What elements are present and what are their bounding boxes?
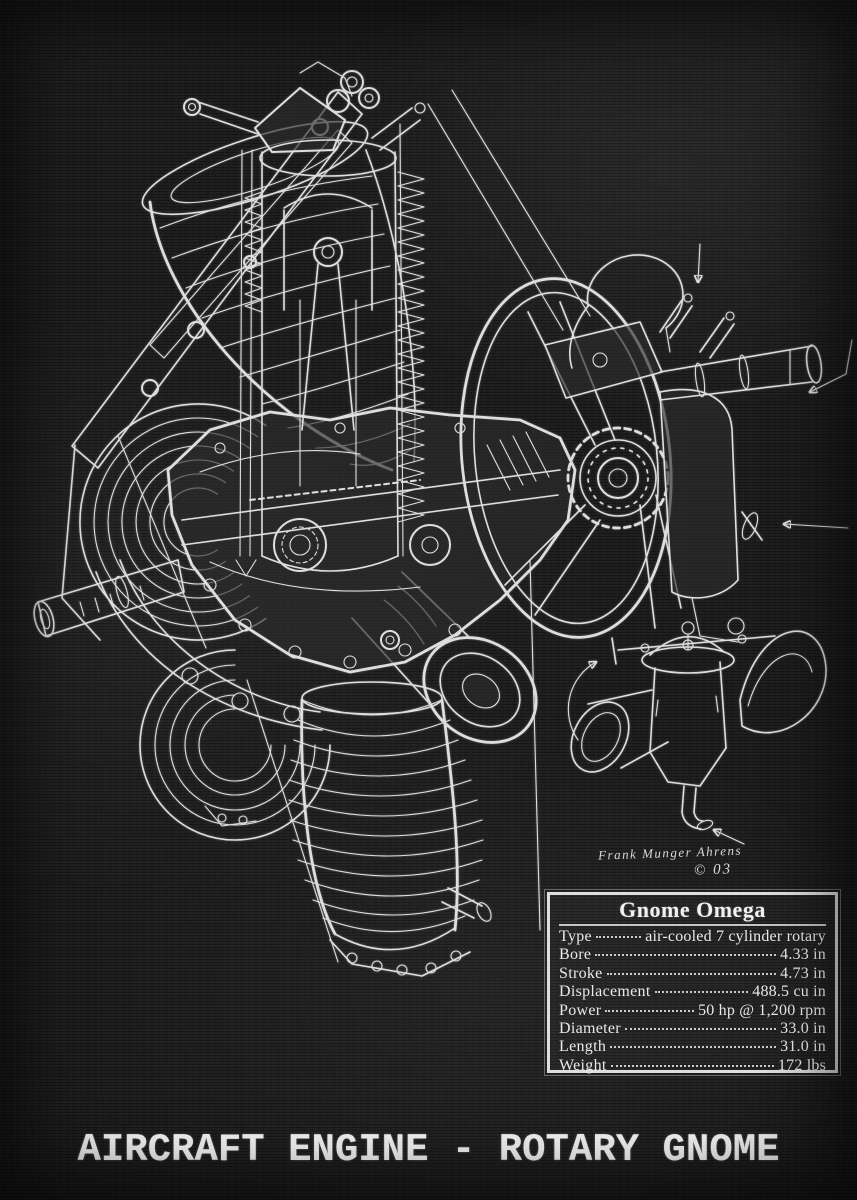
- spec-label: Type: [559, 928, 592, 945]
- spec-row: Stroke 4.73 in: [559, 965, 826, 983]
- copyright-mark: © 03: [693, 861, 733, 879]
- spec-dot-leader: [624, 1028, 777, 1031]
- poster-title: AIRCRAFT ENGINE - ROTARY GNOME: [77, 1128, 780, 1172]
- spec-row: Displacement 488.5 cu in: [559, 983, 826, 1001]
- spec-value: 4.73 in: [780, 964, 826, 982]
- spec-value: 31.0 in: [780, 1038, 826, 1056]
- spec-label: Bore: [559, 946, 592, 964]
- spec-label: Displacement: [559, 983, 651, 1001]
- spec-label: Length: [559, 1038, 607, 1056]
- spec-row: Weight 172 lbs: [559, 1057, 826, 1075]
- spec-table-title: Gnome Omega: [559, 897, 826, 926]
- spec-row: Diameter 33.0 in: [559, 1020, 826, 1038]
- spec-label: Stroke: [559, 964, 603, 982]
- spec-row: Length 31.0 in: [559, 1038, 826, 1056]
- spec-label: Power: [559, 1001, 602, 1019]
- spec-value: 4.33 in: [780, 946, 826, 964]
- spec-dot-leader: [654, 991, 749, 994]
- spec-value: 50 hp @ 1,200 rpm: [698, 1001, 826, 1019]
- spec-dot-leader: [610, 1064, 774, 1067]
- spec-dot-leader: [595, 954, 777, 957]
- spec-value: air-cooled 7 cylinder rotary: [645, 928, 826, 945]
- spec-dot-leader: [606, 972, 777, 975]
- carburetor-detail: [567, 621, 827, 845]
- spec-dot-leader: [610, 1046, 777, 1049]
- cylinder-bottom-bellows: [288, 681, 492, 977]
- spec-value: 172 lbs: [777, 1056, 826, 1074]
- spec-row: Power 50 hp @ 1,200 rpm: [559, 1002, 826, 1020]
- spec-label: Diameter: [559, 1020, 621, 1038]
- crankcase: [95, 406, 577, 731]
- spec-value: 33.0 in: [780, 1020, 826, 1038]
- spec-table: Gnome Omega Type air-cooled 7 cylinder ro…: [544, 889, 841, 1076]
- spec-dot-leader: [605, 1009, 695, 1012]
- direction-arrows: [741, 339, 853, 541]
- spec-row: Type air-cooled 7 cylinder rotary: [559, 928, 826, 946]
- spec-row: Bore 4.33 in: [559, 946, 826, 964]
- spec-dot-leader: [595, 936, 642, 938]
- spec-label: Weight: [559, 1056, 607, 1074]
- spec-value: 488.5 cu in: [752, 983, 826, 1001]
